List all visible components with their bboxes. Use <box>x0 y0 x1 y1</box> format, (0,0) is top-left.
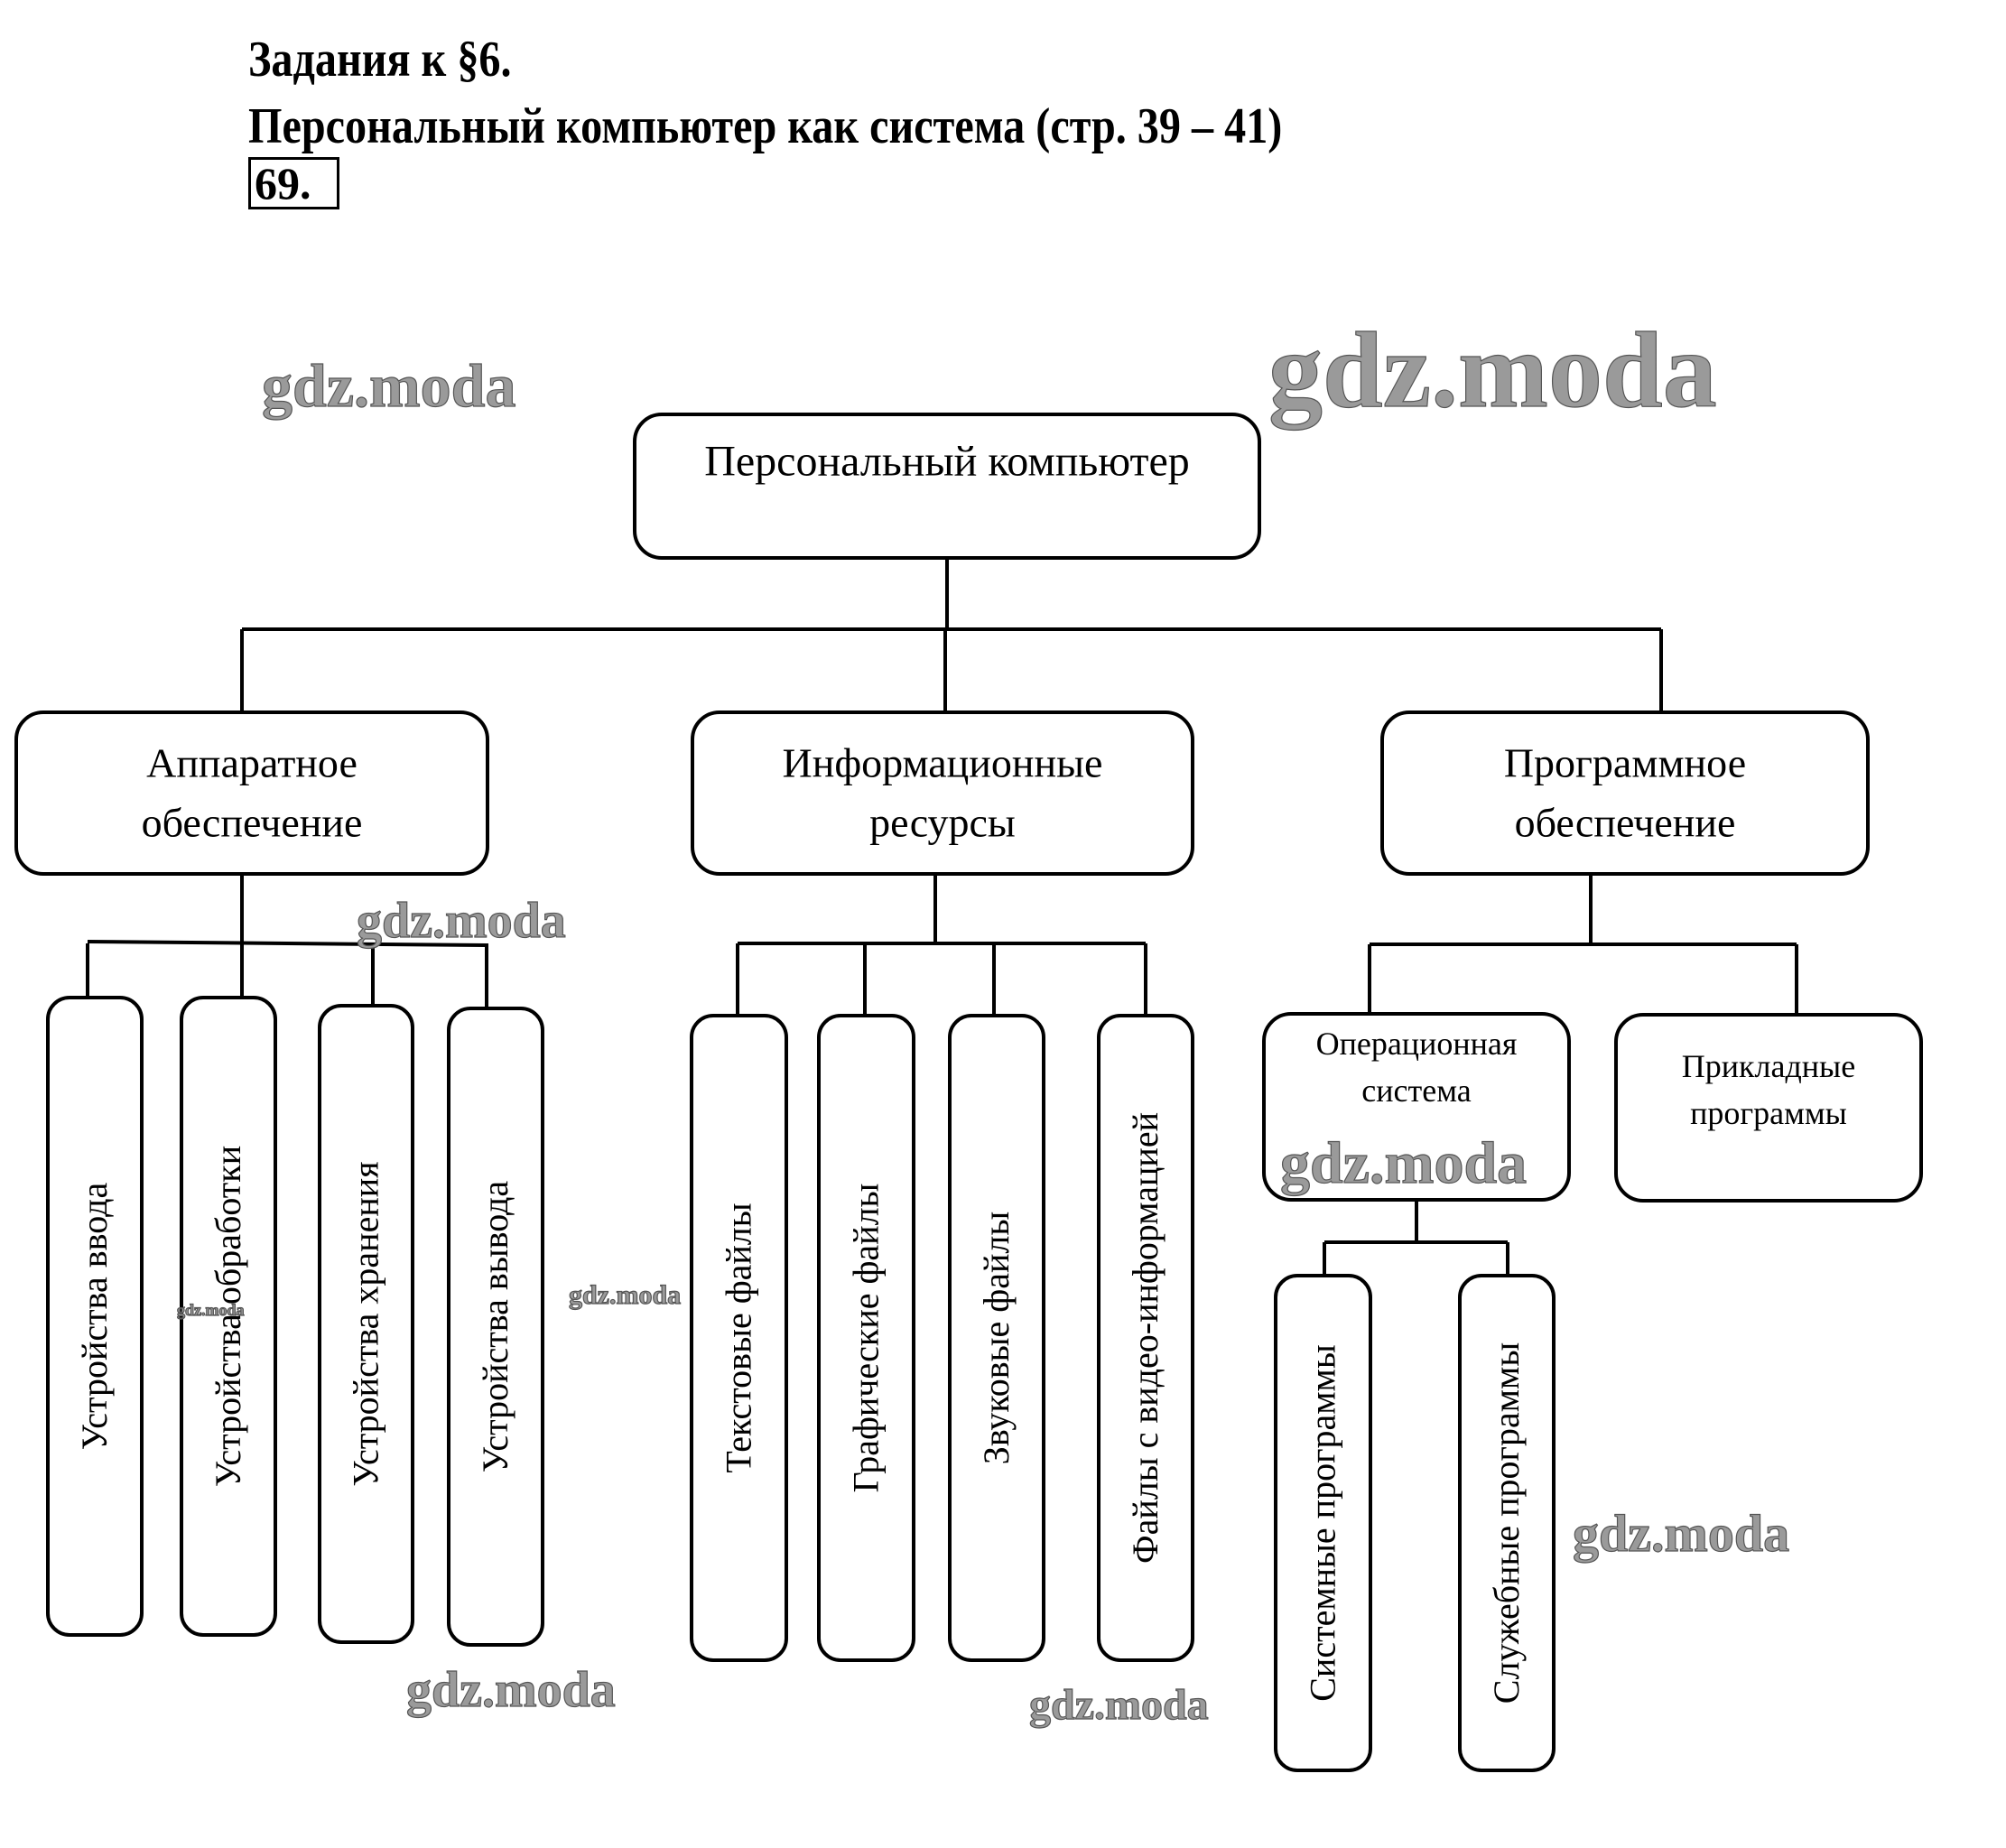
node-info-leaf-frame <box>948 1014 1045 1662</box>
node-hardware: Аппаратное обеспечение <box>14 710 489 876</box>
node-software-label: обеспечение <box>1515 800 1736 846</box>
node-info-leaf-label: Звуковые файлы <box>976 1212 1017 1464</box>
node-hardware-leaf-frame <box>180 996 277 1637</box>
section-title: Задания к §6. <box>248 32 512 88</box>
node-software: Программное обеспечение <box>1380 710 1870 876</box>
watermarks: gdz.moda gdz.moda gdz.moda gdz.moda gdz.moda… <box>176 309 1789 1729</box>
node-hardware-leaf-label: Устройства обработки <box>208 1146 248 1487</box>
node-hardware-leaf-label: Устройства ввода <box>74 1183 115 1451</box>
watermark-text: gdz.moda <box>569 1280 681 1310</box>
node-utility-programs: Служебные программы <box>1458 1274 1556 1772</box>
connector-hardware-bus <box>87 940 488 947</box>
node-application-programs-label: Прикладные <box>1682 1048 1855 1084</box>
node-application-programs: Прикладные программы <box>1614 1013 1923 1203</box>
watermark-text: gdz.moda <box>1280 1130 1527 1196</box>
node-hardware-leaf: Устройства вывода <box>447 1007 544 1647</box>
node-software-label: Программное <box>1504 740 1746 786</box>
node-operating-system-label: Операционная <box>1316 1026 1518 1062</box>
node-hardware-leaf-frame <box>447 1007 544 1647</box>
node-hardware-leaf: Устройства обработки <box>180 996 277 1637</box>
watermark-text: gdz.moda <box>357 893 566 949</box>
node-personal-computer-frame <box>633 413 1261 560</box>
node-hardware-label: обеспечение <box>142 800 363 846</box>
node-info-leaf: Файлы с видео-информацией <box>1097 1014 1194 1662</box>
node-info-frame <box>691 710 1194 876</box>
node-hardware-leaf-frame <box>318 1004 414 1644</box>
node-hardware-frame <box>14 710 489 876</box>
node-hardware-leaf-label: Устройства хранения <box>346 1161 386 1486</box>
node-personal-computer-label: Персональный компьютер <box>704 437 1190 485</box>
node-hardware-leaf-label: Устройства вывода <box>475 1181 515 1473</box>
node-info-leaf: Текстовые файлы <box>690 1014 788 1662</box>
node-utility-programs-frame <box>1458 1274 1556 1772</box>
node-operating-system: Операционная система <box>1262 1012 1571 1202</box>
section-subtitle: Персональный компьютер как система (стр.… <box>248 98 1283 154</box>
node-system-programs: Системные программы <box>1274 1274 1372 1772</box>
node-info-label: ресурсы <box>869 800 1016 846</box>
watermark-text: gdz.moda <box>177 1301 245 1319</box>
node-hardware-leaf: Устройства хранения <box>318 1004 414 1644</box>
node-operating-system-frame <box>1262 1012 1571 1202</box>
node-info-label: Информационные <box>783 740 1103 786</box>
node-utility-programs-label: Служебные программы <box>1486 1342 1527 1704</box>
watermark-text: gdz.moda <box>1573 1504 1789 1563</box>
node-info: Информационные ресурсы <box>691 710 1194 876</box>
node-application-programs-frame <box>1614 1013 1923 1203</box>
node-system-programs-label: Системные программы <box>1303 1344 1343 1702</box>
node-hardware-leaf-frame <box>46 996 144 1637</box>
node-info-leaf-frame <box>817 1014 915 1662</box>
node-info-leaf: Графические файлы <box>817 1014 915 1662</box>
task-number-badge: 69. <box>248 157 339 209</box>
node-info-leaf-frame <box>1097 1014 1194 1662</box>
watermark-text: gdz.moda <box>1268 310 1717 431</box>
node-hardware-label: Аппаратное <box>146 740 358 786</box>
watermark-text: gdz.moda <box>406 1662 616 1718</box>
node-info-leaf-frame <box>690 1014 788 1662</box>
node-operating-system-label: система <box>1361 1073 1471 1109</box>
node-software-frame <box>1380 710 1870 876</box>
node-info-leaf-label: Графические файлы <box>846 1184 887 1493</box>
node-info-leaf-label: Текстовые файлы <box>719 1203 759 1472</box>
connectors <box>86 558 1798 1276</box>
watermark-text: gdz.moda <box>1029 1681 1209 1729</box>
node-info-leaf: Звуковые файлы <box>948 1014 1045 1662</box>
node-info-leaf-label: Файлы с видео-информацией <box>1125 1112 1166 1564</box>
node-personal-computer: Персональный компьютер <box>633 413 1261 560</box>
node-system-programs-frame <box>1274 1274 1372 1772</box>
node-hardware-leaf: Устройства ввода <box>46 996 144 1637</box>
watermark-text: gdz.moda <box>262 351 515 420</box>
node-application-programs-label: программы <box>1690 1095 1847 1131</box>
